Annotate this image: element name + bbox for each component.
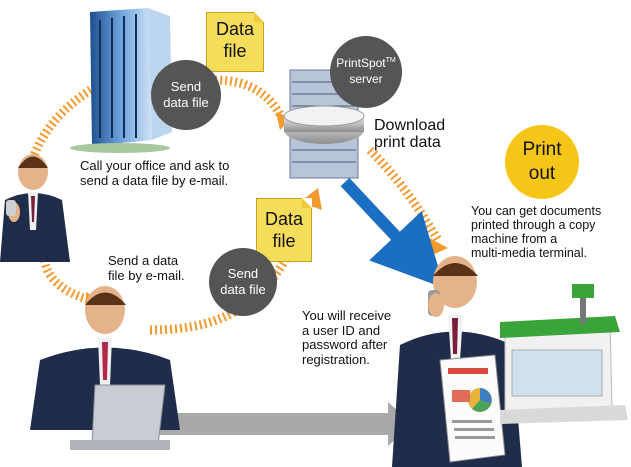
get-documents-text: You can get documents printed through a … bbox=[471, 204, 602, 260]
arrow-caller-to-laptop bbox=[39, 244, 92, 305]
store-building-icon bbox=[500, 284, 628, 424]
blue-arrow bbox=[340, 177, 445, 289]
printed-document-icon bbox=[439, 354, 506, 463]
download-print-data-text: Download print data bbox=[374, 117, 446, 151]
phone-caller-icon bbox=[0, 154, 70, 262]
server-name: PrintSpot bbox=[336, 56, 386, 71]
send-data-file-circle-top: Send data file bbox=[151, 60, 221, 130]
print-out-label: Print out bbox=[522, 139, 562, 184]
gray-arrow bbox=[150, 402, 412, 446]
trademark-mark: TM bbox=[385, 57, 396, 65]
data-file-note-top: Data file bbox=[206, 12, 264, 72]
send-data-file-label-bottom: Send data file bbox=[220, 265, 266, 297]
server-word: server bbox=[349, 72, 383, 86]
terminal-user-icon bbox=[392, 256, 522, 467]
receive-id-text: You will receive a user ID and password … bbox=[302, 308, 392, 367]
print-out-circle: Print out bbox=[505, 125, 579, 199]
call-office-text: Call your office and ask to send a data … bbox=[80, 158, 230, 188]
send-data-file-label-top: Send data file bbox=[163, 78, 209, 110]
server-name-line: PrintSpotTM bbox=[336, 56, 395, 72]
arrow-office-to-server bbox=[214, 75, 286, 121]
send-data-email-text: Send a data file by e-mail. bbox=[108, 253, 185, 283]
data-file-label-bottom: Data file bbox=[264, 209, 304, 251]
data-file-label-top: Data file bbox=[215, 19, 255, 61]
laptop-user-icon bbox=[30, 286, 180, 450]
data-file-note-bottom: Data file bbox=[256, 198, 312, 262]
send-data-file-circle-bottom: Send data file bbox=[209, 248, 277, 316]
printspot-server-circle: PrintSpotTM server bbox=[330, 36, 402, 108]
